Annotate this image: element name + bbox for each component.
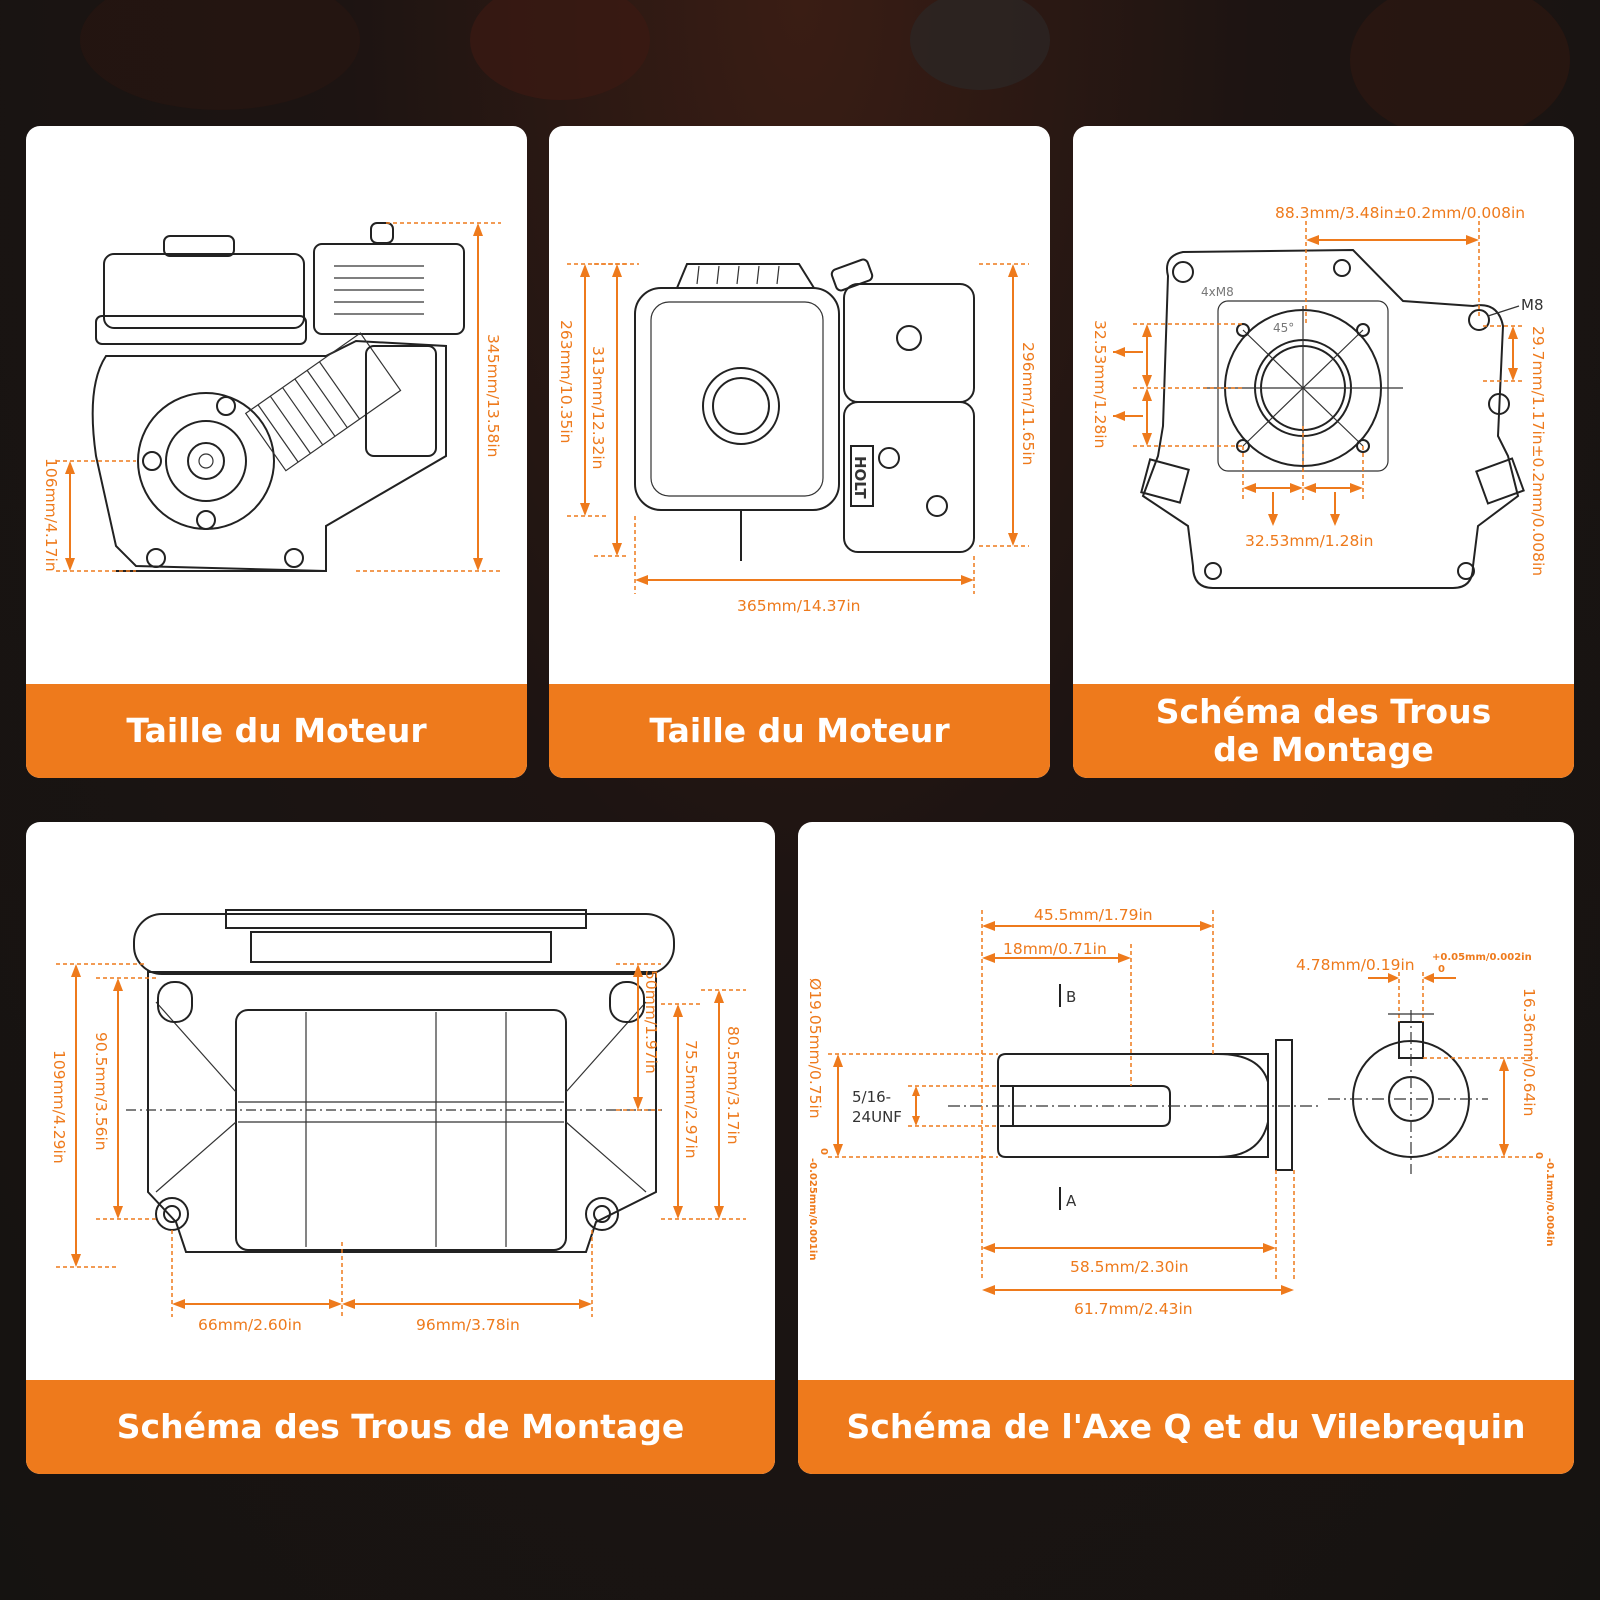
dim-diameter: Ø19.05mm/0.75in — [806, 978, 824, 1119]
section-label-b: B — [1066, 988, 1076, 1006]
caption-engine-size: Taille du Moteur — [26, 684, 527, 778]
dim-len-61: 61.7mm/2.43in — [1074, 1300, 1193, 1318]
caption-text: Schéma de l'Axe Q et du Vilebrequin — [846, 1407, 1526, 1446]
dim-key-tol-bottom: 0 — [1438, 964, 1445, 975]
dim-key: 4.78mm/0.19in — [1296, 956, 1415, 974]
caption-text: Schéma des Trous de Montage — [116, 1407, 685, 1446]
dim-keyway-tol-bottom: -0.1mm/0.004in — [1544, 1158, 1555, 1247]
label-4xm8: 4xM8 — [1201, 285, 1234, 299]
dim-w-96: 96mm/3.78in — [416, 1316, 520, 1334]
dim-h-total: 109mm/4.29in — [50, 1050, 68, 1164]
dim-w-66: 66mm/2.60in — [198, 1316, 302, 1334]
dim-h-80: 80.5mm/3.17in — [724, 1026, 742, 1145]
dim-bottom: 32.53mm/1.28in — [1245, 532, 1373, 550]
dim-len-45: 45.5mm/1.79in — [1034, 906, 1153, 924]
dim-diameter-tol-top: 0 — [818, 1148, 829, 1155]
engine-side-drawing: HOLT 263mm/10.35in 313mm/12.32in 296mm/1… — [557, 258, 1037, 615]
dim-width: 365mm/14.37in — [737, 597, 861, 615]
dim-keyway-depth: 16.36mm/0.64in — [1520, 988, 1538, 1116]
caption-crankshaft: Schéma de l'Axe Q et du Vilebrequin — [798, 1380, 1574, 1474]
base-drawing: 109mm/4.29in 90.5mm/3.56in 50mm/1.97in 7… — [50, 909, 746, 1334]
caption-line-2: de Montage — [1213, 730, 1434, 769]
dim-len-58: 58.5mm/2.30in — [1070, 1258, 1189, 1276]
dim-key-tol-top: +0.05mm/0.002in — [1432, 952, 1532, 963]
dim-keyway-tol-top: 0 — [1533, 1152, 1544, 1159]
dim-diameter-tol-bottom: -0.025mm/0.001in — [807, 1158, 818, 1260]
dim-h-50: 50mm/1.97in — [642, 970, 660, 1074]
dim-left: 32.53mm/1.28in — [1091, 320, 1109, 448]
panel-crankshaft: B A 45.5mm/1.79in 18mm/0.71in 58.5mm/2.3… — [798, 822, 1574, 1474]
caption-text: Taille du Moteur — [126, 711, 427, 750]
section-label-a: A — [1066, 1192, 1077, 1210]
dim-right: 29.7mm/1.17in±0.2mm/0.008in — [1529, 326, 1547, 576]
caption-mounting-holes-base: Schéma des Trous de Montage — [26, 1380, 775, 1474]
caption-mounting-holes: Schéma des Trous de Montage — [1073, 684, 1574, 778]
dim-height-right: 296mm/11.65in — [1019, 342, 1037, 466]
engine-front-drawing: 345mm/13.58in 106mm/4.17in — [42, 222, 502, 573]
caption-engine-size: Taille du Moteur — [549, 684, 1050, 778]
panel-mounting-holes-flange: 4xM8 45° M8 88.3mm/3.48in±0.2mm/0.008in … — [1073, 126, 1574, 778]
crankshaft-drawing: B A 45.5mm/1.79in 18mm/0.71in 58.5mm/2.3… — [806, 906, 1555, 1318]
dim-len-18: 18mm/0.71in — [1003, 940, 1107, 958]
dim-height-total: 345mm/13.58in — [484, 334, 502, 458]
brand-logo: HOLT — [851, 456, 869, 499]
panel-mounting-holes-base: 109mm/4.29in 90.5mm/3.56in 50mm/1.97in 7… — [26, 822, 775, 1474]
dim-height-tank: 263mm/10.35in — [557, 320, 575, 444]
dim-h-holes: 90.5mm/3.56in — [92, 1032, 110, 1151]
dim-top: 88.3mm/3.48in±0.2mm/0.008in — [1275, 204, 1525, 222]
dim-shaft-height: 106mm/4.17in — [42, 458, 60, 572]
dim-height-body: 313mm/12.32in — [589, 346, 607, 470]
label-angle: 45° — [1273, 321, 1294, 335]
label-m8: M8 — [1521, 296, 1544, 314]
dim-h-75: 75.5mm/2.97in — [682, 1040, 700, 1159]
caption-text: Taille du Moteur — [649, 711, 950, 750]
panel-engine-size-front: 345mm/13.58in 106mm/4.17in Taille du Mot… — [26, 126, 527, 778]
caption-line-1: Schéma des Trous — [1155, 692, 1492, 731]
thread-spec-2: 24UNF — [852, 1108, 902, 1126]
thread-spec-1: 5/16- — [852, 1088, 891, 1106]
flange-drawing: 4xM8 45° M8 88.3mm/3.48in±0.2mm/0.008in … — [1091, 204, 1547, 589]
panel-engine-size-side: HOLT 263mm/10.35in 313mm/12.32in 296mm/1… — [549, 126, 1050, 778]
